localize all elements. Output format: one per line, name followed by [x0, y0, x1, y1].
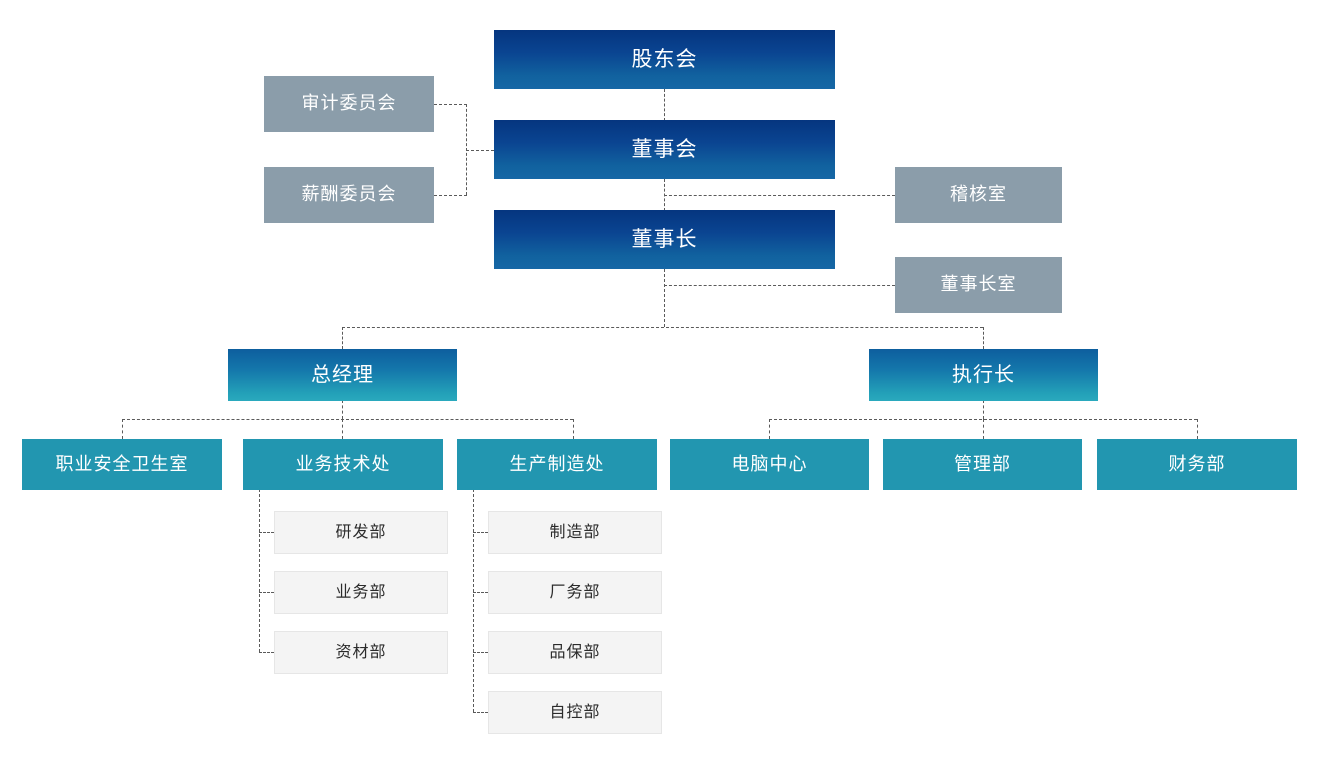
connector-production-to-plant-affairs [473, 592, 488, 593]
connector-ce-bus-to-management [983, 419, 984, 439]
connector-bus-to-general-manager [342, 327, 343, 349]
node-label: 董事长 [631, 227, 698, 251]
node-audit-committee[interactable]: 审计委员会 [264, 76, 434, 132]
node-label: 财务部 [1168, 453, 1226, 474]
node-board-of-directors[interactable]: 董事会 [494, 120, 835, 179]
connector-chairman-to-chairman-office [664, 285, 895, 286]
node-chairman-office[interactable]: 董事长室 [895, 257, 1062, 313]
connector-production-trunk [473, 489, 474, 712]
node-quality-assurance-department[interactable]: 品保部 [488, 631, 662, 674]
connector-shareholders-to-board [664, 89, 665, 121]
connector-production-to-automation [473, 712, 488, 713]
connector-chairman-down [664, 269, 665, 327]
node-occupational-safety-office[interactable]: 职业安全卫生室 [22, 439, 222, 490]
node-audit-office[interactable]: 稽核室 [895, 167, 1062, 223]
node-label: 董事长室 [940, 274, 1017, 295]
node-rnd-department[interactable]: 研发部 [274, 511, 448, 554]
connector-business-tech-trunk [259, 489, 260, 652]
node-general-manager[interactable]: 总经理 [228, 349, 457, 401]
node-materials-department[interactable]: 资材部 [274, 631, 448, 674]
node-business-department[interactable]: 业务部 [274, 571, 448, 614]
node-label: 薪酬委员会 [301, 184, 397, 205]
connector-business-tech-to-business [259, 592, 274, 593]
node-label: 厂务部 [549, 583, 601, 601]
connector-ce-bus-to-finance [1197, 419, 1198, 439]
node-chief-executive[interactable]: 执行长 [869, 349, 1098, 401]
node-label: 自控部 [549, 703, 601, 721]
node-label: 业务技术处 [295, 453, 391, 474]
node-plant-affairs-department[interactable]: 厂务部 [488, 571, 662, 614]
node-label: 电脑中心 [731, 453, 808, 474]
connector-gm-bus-to-business-tech [342, 419, 343, 439]
node-label: 资材部 [335, 643, 387, 661]
connector-audit-committee-stub [434, 104, 467, 105]
connector-production-to-quality [473, 652, 488, 653]
connector-general-manager-down [342, 400, 343, 419]
node-label: 职业安全卫生室 [55, 453, 189, 474]
node-automation-control-department[interactable]: 自控部 [488, 691, 662, 734]
connector-production-to-manufacturing [473, 532, 488, 533]
connector-bus-to-chief-executive [983, 327, 984, 349]
node-label: 股东会 [631, 47, 698, 71]
node-label: 管理部 [954, 453, 1011, 474]
connector-business-tech-to-materials [259, 652, 274, 653]
connector-board-to-audit-office [664, 195, 895, 196]
node-chairman[interactable]: 董事长 [494, 210, 835, 269]
node-label: 业务部 [335, 583, 387, 601]
connector-gm-bus-to-production [573, 419, 574, 439]
node-label: 审计委员会 [301, 93, 397, 114]
connector-main-bus [342, 327, 983, 328]
node-manufacturing-department[interactable]: 制造部 [488, 511, 662, 554]
node-label: 研发部 [335, 523, 387, 541]
node-label: 制造部 [549, 523, 601, 541]
node-label: 生产制造处 [509, 453, 605, 474]
connector-general-manager-bus [122, 419, 573, 420]
connector-business-tech-to-rnd [259, 532, 274, 533]
node-finance-department[interactable]: 财务部 [1097, 439, 1297, 490]
node-compensation-committee[interactable]: 薪酬委员会 [264, 167, 434, 223]
connector-compensation-committee-stub [434, 195, 467, 196]
node-computer-center[interactable]: 电脑中心 [670, 439, 869, 490]
node-production-manufacturing-division[interactable]: 生产制造处 [457, 439, 657, 490]
node-label: 董事会 [631, 137, 698, 161]
connector-ce-bus-to-computer-center [769, 419, 770, 439]
connector-committee-to-board [466, 150, 494, 151]
node-label: 执行长 [952, 364, 1015, 386]
node-label: 总经理 [311, 364, 374, 386]
node-shareholders-meeting[interactable]: 股东会 [494, 30, 835, 89]
node-management-department[interactable]: 管理部 [883, 439, 1082, 490]
connector-gm-bus-to-safety-office [122, 419, 123, 439]
node-business-technology-division[interactable]: 业务技术处 [243, 439, 443, 490]
node-label: 稽核室 [950, 184, 1007, 205]
connector-committee-bus [466, 104, 467, 195]
connector-chief-executive-down [983, 400, 984, 419]
node-label: 品保部 [549, 643, 601, 661]
